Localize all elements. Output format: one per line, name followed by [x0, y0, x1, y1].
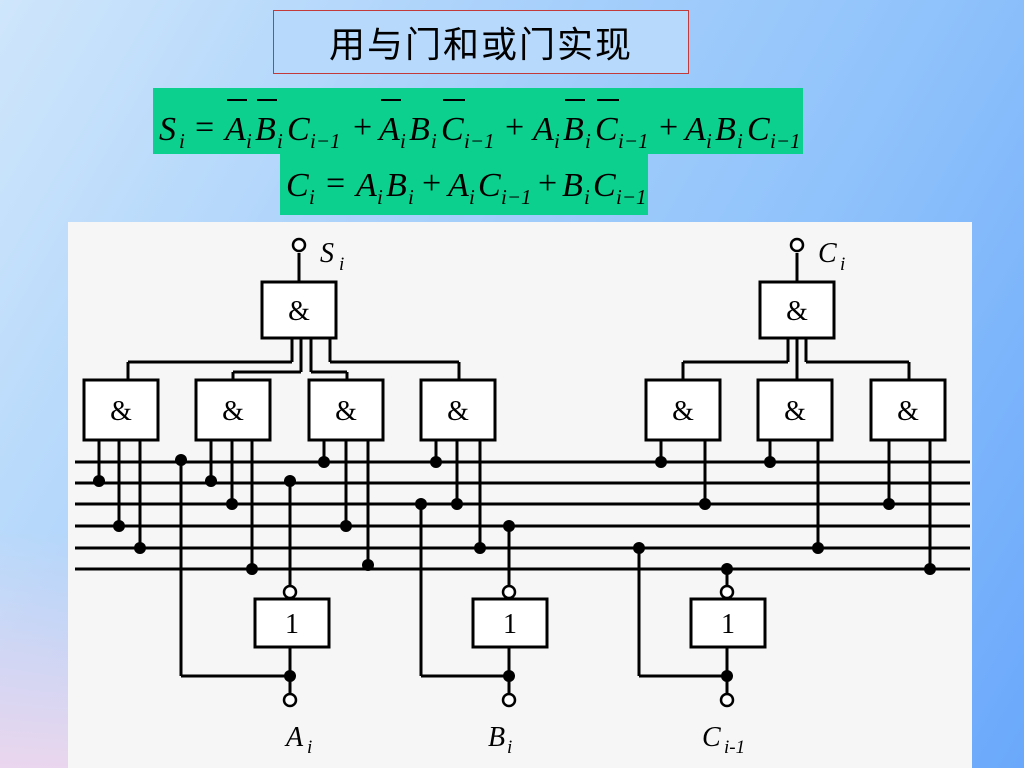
c2-a-sub: i [469, 185, 475, 209]
junction-dots [93, 454, 936, 682]
c1-b-sub: i [408, 185, 414, 209]
sum-output-and-gate [260, 280, 338, 340]
t3-c-sub: i−1 [618, 129, 649, 153]
inverter-gate-a [253, 597, 331, 649]
sum-formula-s: S [159, 111, 176, 148]
t3-plus: + [659, 109, 678, 146]
t1-a: A [223, 111, 246, 148]
c3-b: B [562, 167, 583, 204]
carry-and-1-label: & [672, 396, 694, 427]
t3-a: A [531, 111, 554, 148]
input-b-label: B [488, 722, 505, 753]
carry-and-gate-3 [869, 378, 947, 442]
t4-c: C [747, 111, 770, 148]
t4-a-sub: i [706, 129, 712, 153]
c3-c: C [593, 167, 616, 204]
c3-b-sub: i [584, 185, 590, 209]
carry-formula: C i = A i B i + A i C i−1 + B i C i−1 [280, 154, 648, 215]
carry-formula-eq: = [326, 165, 345, 202]
t4-b-sub: i [737, 129, 743, 153]
sum-and-gate-2 [194, 378, 272, 442]
carry-output-sub: i [840, 254, 845, 275]
t2-b: B [409, 111, 430, 148]
sum-and-3-label: & [335, 396, 357, 427]
input-a-label: A [284, 722, 304, 753]
input-c-sub: i-1 [724, 737, 745, 758]
c1-b: B [386, 167, 407, 204]
carry-formula-c-sub: i [309, 185, 315, 209]
input-a-sub: i [307, 737, 312, 758]
sum-and-gate-4 [419, 378, 497, 442]
t4-c-sub: i−1 [770, 129, 801, 153]
sum-and-1-label: & [110, 396, 132, 427]
c2-c: C [478, 167, 501, 204]
sum-output-sub: i [339, 254, 344, 275]
t2-a-sub: i [400, 129, 406, 153]
c3-c-sub: i−1 [616, 185, 647, 209]
carry-output-label: C [818, 238, 837, 269]
carry-and-gate-1 [644, 378, 722, 442]
carry-output-and-label: & [786, 296, 808, 327]
inverter-b-label: 1 [503, 609, 517, 640]
c2-c-sub: i−1 [501, 185, 532, 209]
inverter-a-label: 1 [285, 609, 299, 640]
t1-c: C [287, 111, 310, 148]
inverter-gate-b [471, 597, 549, 649]
c2-a: A [446, 167, 469, 204]
carry-and-3-label: & [897, 396, 919, 427]
t2-a: A [377, 111, 400, 148]
c1-a: A [354, 167, 377, 204]
input-c-label: C [702, 722, 721, 753]
circuit-panel: & & & & & & & & & 1 1 1 [68, 222, 972, 768]
sum-and-4-label: & [447, 396, 469, 427]
carry-and-2-label: & [784, 396, 806, 427]
t2-c-sub: i−1 [464, 129, 495, 153]
sum-formula-svg: S i = A i B i C i−1 + A i B i C i−1 + A … [159, 99, 801, 153]
carry-output-and-gate [758, 280, 836, 340]
sum-formula-eq: = [195, 109, 214, 146]
terminal-circles [282, 237, 805, 708]
input-b-sub: i [507, 737, 512, 758]
c1-a-sub: i [377, 185, 383, 209]
t3-b-sub: i [585, 129, 591, 153]
t1-plus: + [353, 109, 372, 146]
sum-formula-s-sub: i [179, 129, 185, 153]
carry-formula-c: C [286, 167, 309, 204]
t4-a: A [683, 111, 706, 148]
sum-output-and-label: & [288, 296, 310, 327]
t2-b-sub: i [431, 129, 437, 153]
carry-formula-svg: C i = A i B i + A i C i−1 + B i C i−1 [286, 165, 647, 209]
t3-c: C [595, 111, 618, 148]
sum-output-label: S [320, 238, 334, 269]
carry-and-gate-2 [756, 378, 834, 442]
sum-and-gate-1 [82, 378, 160, 442]
t1-b: B [255, 111, 276, 148]
t1-a-sub: i [246, 129, 252, 153]
sum-and-gate-3 [307, 378, 385, 442]
t2-c: C [441, 111, 464, 148]
t3-b: B [563, 111, 584, 148]
sum-and-2-label: & [222, 396, 244, 427]
inverter-c-label: 1 [721, 609, 735, 640]
t4-b: B [715, 111, 736, 148]
c2-plus: + [538, 165, 557, 202]
c1-plus: + [422, 165, 441, 202]
sum-formula: S i = A i B i C i−1 + A i B i C i−1 + A … [153, 88, 803, 154]
t2-plus: + [505, 109, 524, 146]
circuit-diagram: & & & & & & & & & 1 1 1 [75, 237, 970, 758]
page-title: 用与门和或门实现 [273, 10, 689, 74]
inverter-gate-c [689, 597, 767, 649]
t1-c-sub: i−1 [310, 129, 341, 153]
t3-a-sub: i [554, 129, 560, 153]
t1-b-sub: i [277, 129, 283, 153]
